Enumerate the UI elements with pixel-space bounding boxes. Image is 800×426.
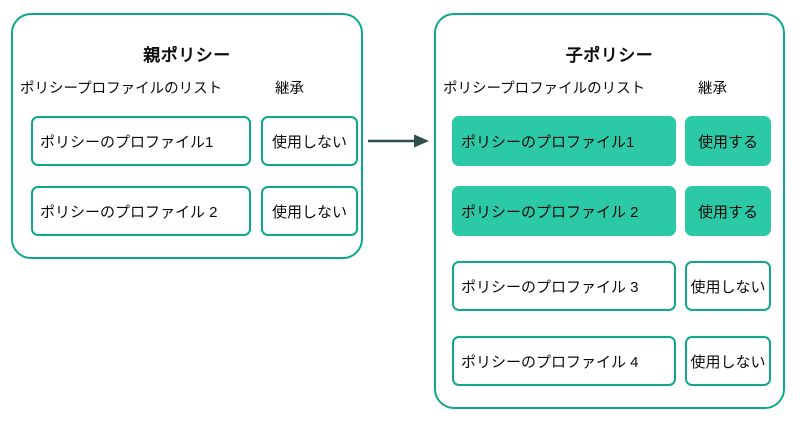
child-policy-inheritance-chip[interactable]: 使用しない bbox=[685, 261, 771, 311]
child-policy-inheritance-chip[interactable]: 使用する bbox=[685, 116, 771, 166]
child-policy-profile-chip[interactable]: ポリシーのプロファイル 2 bbox=[452, 186, 676, 236]
arrow-right-icon bbox=[368, 134, 429, 148]
child-column-header-profiles: ポリシープロファイルのリスト bbox=[443, 81, 646, 97]
parent-policy-profile-chip[interactable]: ポリシーのプロファイル 2 bbox=[31, 186, 251, 236]
parent-column-headers: ポリシープロファイルのリスト 継承 bbox=[13, 77, 361, 99]
child-policy-profile-chip[interactable]: ポリシーのプロファイル 4 bbox=[452, 336, 676, 386]
parent-column-header-profiles: ポリシープロファイルのリスト bbox=[20, 81, 223, 97]
child-column-headers: ポリシープロファイルのリスト 継承 bbox=[436, 77, 783, 99]
parent-policy-inheritance-chip[interactable]: 使用しない bbox=[261, 116, 358, 166]
child-policy-title: 子ポリシー bbox=[565, 46, 654, 65]
child-policy-inheritance-chip[interactable]: 使用する bbox=[685, 186, 771, 236]
child-policy-inheritance-chip[interactable]: 使用しない bbox=[685, 336, 771, 386]
parent-policy-profile-chip[interactable]: ポリシーのプロファイル1 bbox=[31, 116, 251, 166]
child-policy-profile-chip[interactable]: ポリシーのプロファイル1 bbox=[452, 116, 676, 166]
parent-column-header-inheritance: 継承 bbox=[275, 81, 304, 97]
child-policy-profile-chip[interactable]: ポリシーのプロファイル 3 bbox=[452, 261, 676, 311]
inheritance-arrow bbox=[368, 131, 430, 151]
parent-policy-inheritance-chip[interactable]: 使用しない bbox=[261, 186, 358, 236]
child-column-header-inheritance: 継承 bbox=[698, 81, 727, 97]
parent-policy-title: 親ポリシー bbox=[143, 46, 231, 65]
